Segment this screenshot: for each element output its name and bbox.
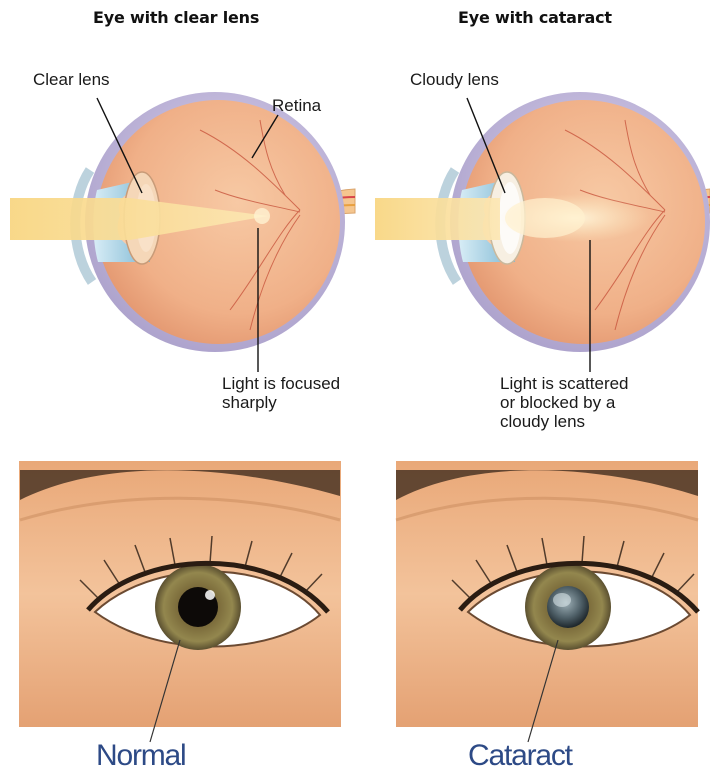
right-light-beam [375,198,500,240]
right-eye-cross-section [375,92,710,352]
left-light-label-line1: Light is focused [222,374,340,393]
right-light-label-line1: Light is scattered [500,374,629,393]
normal-eye-photo [19,461,341,727]
normal-caption: Normal [96,739,185,773]
left-light-label-line2: sharply [222,393,277,412]
cataract-eye-photo [396,461,698,727]
retina-label: Retina [272,96,321,115]
right-light-label-line3: cloudy lens [500,412,585,431]
right-light-label-line2: or blocked by a [500,393,615,412]
left-eye-cross-section [10,92,355,352]
cataract-caption: Cataract [468,739,572,773]
clear-lens-label: Clear lens [33,70,110,89]
cloudy-lens-label: Cloudy lens [410,70,499,89]
